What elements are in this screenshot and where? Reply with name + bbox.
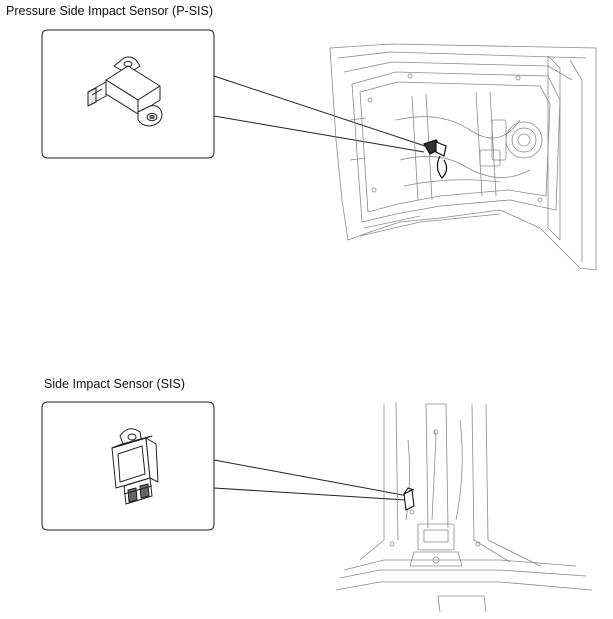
door-panel-illustration [329,43,597,271]
sis-leader-lines [213,459,409,501]
psis-title: Pressure Side Impact Sensor (P-SIS) [6,4,214,18]
sis-title: Side Impact Sensor (SIS) [44,377,186,391]
sis-sensor-illustration [111,428,159,505]
sis-location-marker [403,487,415,511]
psis-sensor-illustration [87,56,163,127]
psis-location-marker [423,139,448,179]
psis-leader-lines [213,75,429,153]
b-pillar-illustration [335,401,593,613]
